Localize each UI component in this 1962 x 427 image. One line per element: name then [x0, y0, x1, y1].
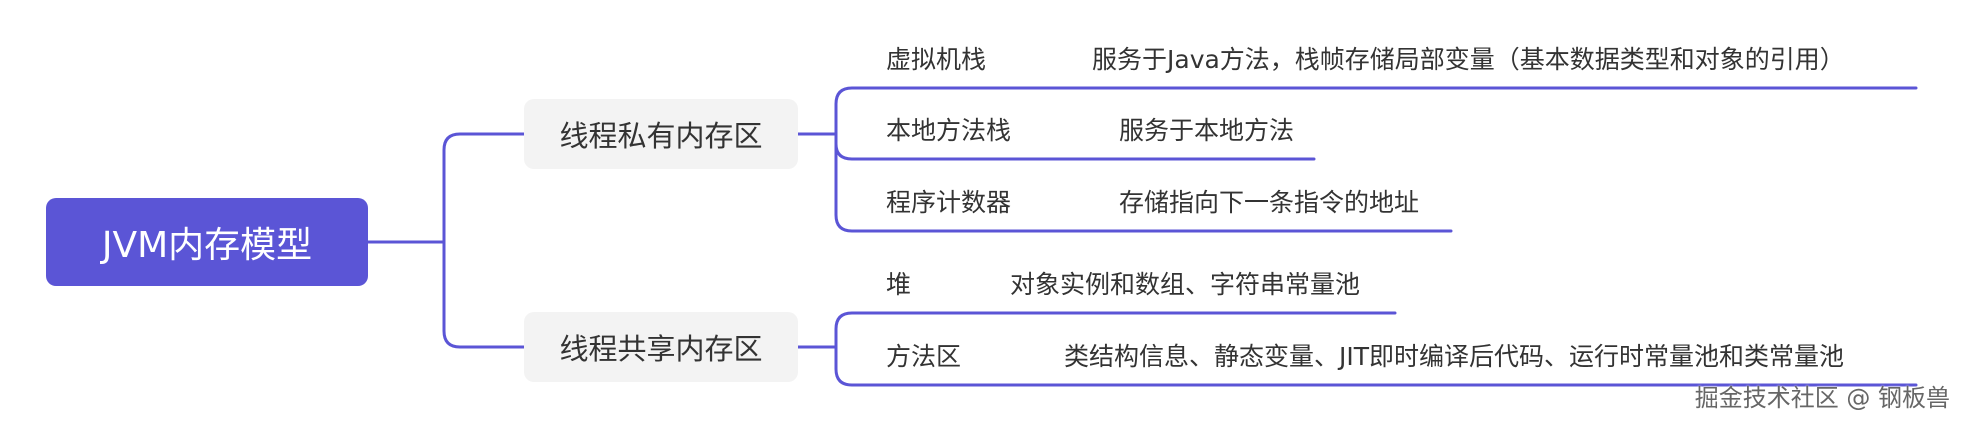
leaf-term: 本地方法栈: [886, 116, 1012, 145]
group-shared-memory: 线程共享内存区: [524, 312, 798, 382]
connector-private-to-vm-stack: [834, 86, 1918, 136]
connector-shared-to-method-area: [834, 345, 1918, 387]
watermark: 掘金技术社区 @ 钢板兽: [1694, 384, 1950, 412]
connector-private-to-pc: [834, 132, 1453, 233]
connector-root-to-private: [442, 132, 526, 244]
leaf-term: 方法区: [886, 342, 962, 371]
leaf-desc: 存储指向下一条指令的地址: [1119, 188, 1420, 217]
leaf-term: 堆: [886, 270, 912, 299]
leaf-desc: 服务于本地方法: [1119, 116, 1295, 145]
leaf-desc: 对象实例和数组、字符串常量池: [1010, 270, 1361, 299]
connector-root-to-shared: [442, 240, 526, 349]
leaf-term: 程序计数器: [886, 188, 1012, 217]
root-node: JVM内存模型: [46, 198, 368, 286]
root-label: JVM内存模型: [101, 225, 313, 266]
group-label: 线程共享内存区: [559, 332, 763, 366]
leaf-desc: 类结构信息、静态变量、JIT即时编译后代码、运行时常量池和类常量池: [1064, 342, 1845, 371]
group-private-memory: 线程私有内存区: [524, 99, 798, 169]
leaf-term: 虚拟机栈: [886, 45, 987, 74]
group-label: 线程私有内存区: [559, 119, 763, 153]
connector-shared-to-heap: [834, 311, 1397, 349]
leaf-desc: 服务于Java方法，栈帧存储局部变量（基本数据类型和对象的引用）: [1092, 45, 1845, 74]
